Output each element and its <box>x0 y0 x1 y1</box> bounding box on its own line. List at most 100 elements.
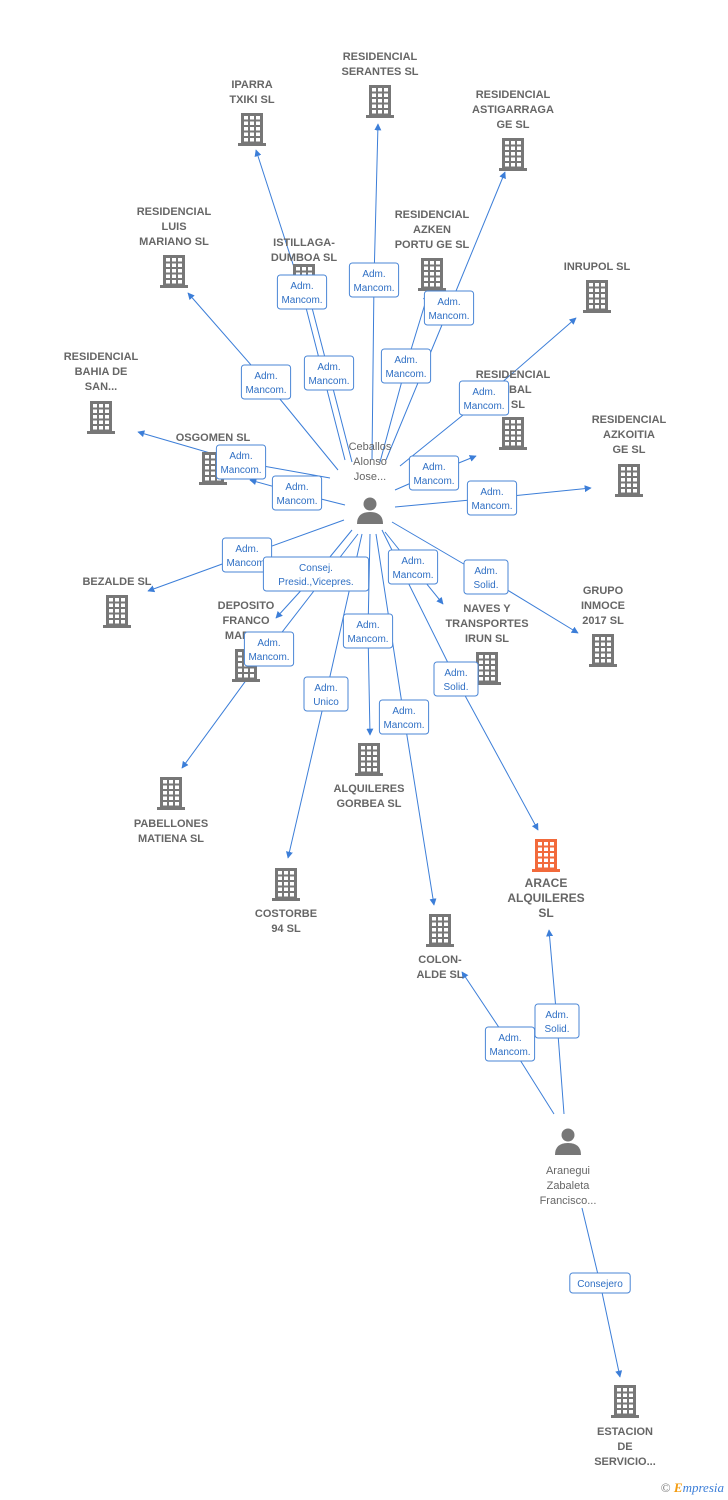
company-label-line: SERVICIO... <box>594 1456 656 1468</box>
company-label-line: TXIKI SL <box>229 94 275 106</box>
role-tag-text: Adm.Mancom. <box>220 451 261 476</box>
role-tag-text: Adm.Unico <box>313 683 339 708</box>
role-tag-text: Adm.Mancom. <box>385 355 426 380</box>
copyright-symbol: © <box>660 1480 671 1495</box>
role-tag-line: Adm. <box>392 706 415 717</box>
role-tag-line: Mancom. <box>489 1047 530 1058</box>
role-tag[interactable]: Adm.Mancom. <box>271 475 323 511</box>
person-label-line: Jose... <box>354 471 386 483</box>
role-tag[interactable]: Adm.Solid. <box>463 559 509 595</box>
role-tag[interactable]: Adm.Mancom. <box>243 631 295 667</box>
company-label: INRUPOL SL <box>564 261 631 273</box>
role-tag-line: Solid. <box>544 1024 569 1035</box>
company-label-line: GORBEA SL <box>337 798 402 810</box>
company-node-pabellones[interactable]: PABELLONES MATIENA SL <box>134 777 208 845</box>
role-tag[interactable]: Adm.Mancom. <box>348 262 400 298</box>
company-node-bezalde[interactable]: BEZALDE SL <box>82 576 152 628</box>
role-tag[interactable]: Adm.Mancom. <box>342 613 394 649</box>
company-label-line: PORTU GE SL <box>395 239 470 251</box>
role-tag[interactable]: Adm.Solid. <box>433 661 479 697</box>
role-tag[interactable]: Adm.Mancom. <box>276 274 328 310</box>
company-label-line: ALQUILERES <box>334 783 405 795</box>
building-icon <box>418 258 446 291</box>
role-tag[interactable]: Adm.Unico <box>303 676 349 712</box>
role-tag[interactable]: Adm.Mancom. <box>423 290 475 326</box>
person-label-line: Ceballos <box>349 441 392 453</box>
role-tag-line: Mancom. <box>385 369 426 380</box>
company-label-line: MATIENA SL <box>138 833 204 845</box>
role-tag-text: Consejero <box>577 1279 623 1290</box>
role-tag[interactable]: Consejero <box>569 1272 631 1294</box>
role-tag-line: Adm. <box>254 371 277 382</box>
company-label-line: RESIDENCIAL <box>137 206 212 218</box>
role-tag[interactable]: Adm.Mancom. <box>466 480 518 516</box>
building-icon <box>583 280 611 313</box>
company-label-line: GRUPO <box>583 585 624 597</box>
role-tag-line: Adm. <box>290 281 313 292</box>
company-label-line: PABELLONES <box>134 818 208 830</box>
role-tag-line: Adm. <box>257 638 280 649</box>
role-tag[interactable]: Adm.Mancom. <box>484 1026 536 1062</box>
company-label-line: ALQUILERES <box>507 891 584 905</box>
company-label-line: 94 SL <box>271 923 301 935</box>
building-icon <box>589 634 617 667</box>
building-icon <box>473 652 501 685</box>
building-icon <box>103 595 131 628</box>
role-tag[interactable]: Adm.Mancom. <box>387 549 439 585</box>
company-label-line: OSGOMEN SL <box>176 432 251 444</box>
company-node-colon[interactable]: COLON-ALDE SL <box>416 914 464 981</box>
role-tag-line: Adm. <box>422 462 445 473</box>
role-tag[interactable]: Adm.Solid. <box>534 1003 580 1039</box>
company-node-inrupol[interactable]: INRUPOL SL <box>564 261 631 313</box>
company-label-line: ARACE <box>525 876 568 890</box>
role-tag-line: Adm. <box>437 297 460 308</box>
company-node-gorbea[interactable]: ALQUILERES GORBEA SL <box>334 743 405 810</box>
role-tag-text: Adm.Solid. <box>544 1010 569 1035</box>
company-label-line: RESIDENCIAL <box>476 89 551 101</box>
company-label-line: FRANCO <box>222 615 269 627</box>
company-label-line: RESIDENCIAL <box>395 209 470 221</box>
role-tag-text: Adm.Mancom. <box>248 638 289 663</box>
role-tag[interactable]: Adm.Mancom. <box>378 699 430 735</box>
company-label-line: INMOCE <box>581 600 625 612</box>
person-icon <box>555 1128 581 1155</box>
company-label-line: SAN... <box>85 381 117 393</box>
role-tag[interactable]: Adm.Mancom. <box>215 444 267 480</box>
role-tag[interactable]: Adm.Mancom. <box>303 355 355 391</box>
company-label: BEZALDE SL <box>82 576 151 588</box>
role-tag-text: Consej.Presid.,Vicepres. <box>278 563 353 588</box>
role-tag-line: Mancom. <box>463 401 504 412</box>
role-tag-text: Adm.Mancom. <box>428 297 469 322</box>
role-tag[interactable]: Adm.Mancom. <box>240 364 292 400</box>
company-label-line: BEZALDE SL <box>82 576 151 588</box>
role-tag[interactable]: Adm.Mancom. <box>380 348 432 384</box>
role-tags-layer: Adm.Mancom.Adm.Mancom.Adm.Mancom.Adm.Man… <box>215 262 631 1294</box>
role-tag[interactable]: Adm.Mancom. <box>408 455 460 491</box>
role-tag[interactable]: Adm.Mancom. <box>458 380 510 416</box>
role-tag[interactable]: Consej.Presid.,Vicepres. <box>262 556 370 592</box>
role-tag[interactable]: Adm.Mancom. <box>221 537 273 573</box>
